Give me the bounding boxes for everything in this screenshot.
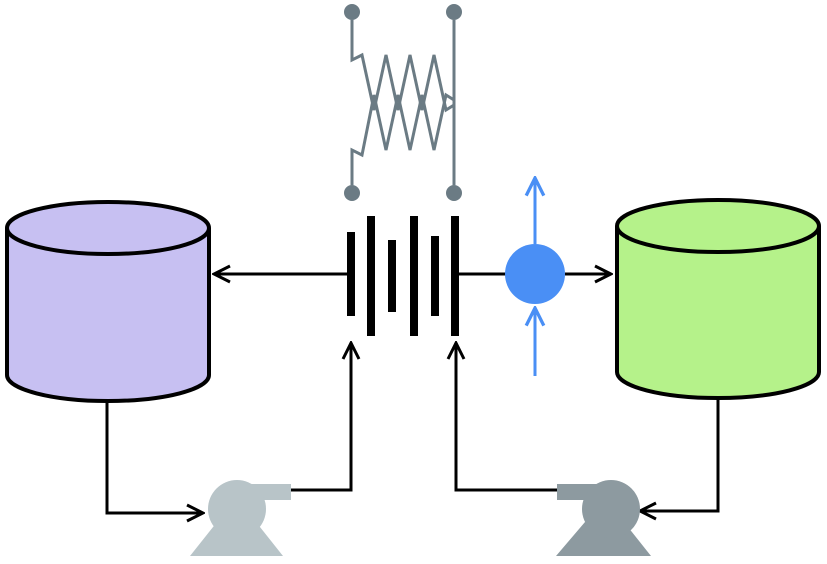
line-left-pump-to-stack bbox=[291, 343, 351, 492]
resistor-network bbox=[344, 4, 462, 201]
flow-lines bbox=[105, 274, 720, 513]
electrode-6 bbox=[451, 216, 459, 336]
electrode-3 bbox=[388, 240, 396, 312]
right-tank bbox=[615, 198, 821, 400]
flow-meter-body bbox=[505, 244, 565, 304]
electrode-4 bbox=[410, 216, 418, 336]
line-left-tank-to-pump bbox=[105, 402, 203, 513]
line-right-tank-to-pump bbox=[640, 400, 720, 511]
terminal-bottom-right bbox=[446, 185, 462, 201]
right-pump bbox=[556, 480, 651, 556]
terminal-top-left bbox=[344, 4, 360, 20]
electrode-2 bbox=[367, 216, 375, 336]
flow-meter bbox=[505, 178, 565, 376]
left-tank bbox=[5, 200, 211, 403]
terminal-bottom-left bbox=[344, 185, 360, 201]
electrode-1 bbox=[347, 232, 355, 316]
left-pump bbox=[190, 480, 291, 556]
cell-stack bbox=[347, 216, 459, 336]
line-right-pump-to-stack bbox=[456, 343, 557, 492]
electrode-5 bbox=[431, 236, 439, 316]
terminal-top-right bbox=[446, 4, 462, 20]
